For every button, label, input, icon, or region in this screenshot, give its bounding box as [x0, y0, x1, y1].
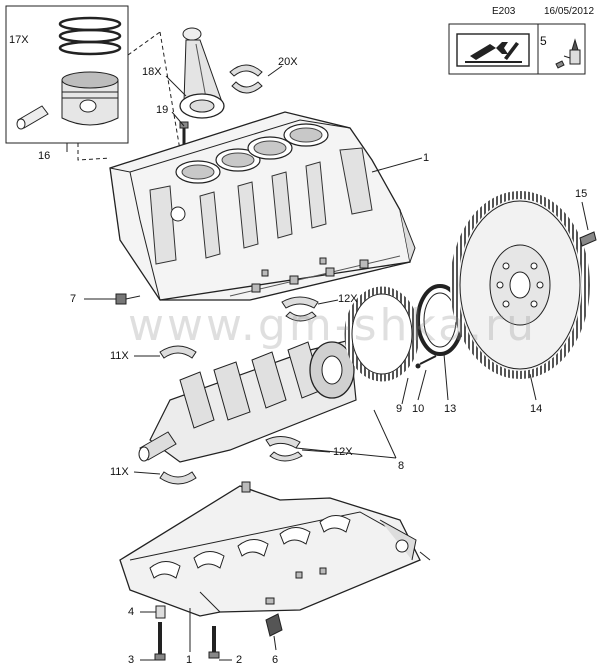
diagram-code: E203	[492, 6, 516, 17]
manual-wrench-icon	[456, 33, 530, 67]
piston	[61, 71, 119, 126]
piston-rings	[58, 16, 122, 56]
diagram-date: 16/05/2012	[544, 6, 595, 17]
lower-crankcase-bedplate	[119, 481, 421, 617]
lower-main-bearing-shells	[265, 436, 303, 462]
callout-3: 3	[128, 654, 135, 666]
bedplate-bolt-short	[208, 626, 220, 659]
legend-number: 5	[540, 34, 547, 48]
callout-12x-bottom: 12X	[333, 446, 353, 458]
main-bearing-shell-top	[159, 345, 197, 359]
ring-screw	[415, 355, 437, 369]
callout-11x-top: 11X	[110, 350, 129, 362]
callout-12x-top: 12X	[338, 293, 358, 305]
callout-17x: 17X	[9, 34, 29, 46]
callout-6: 6	[272, 654, 279, 666]
lubricant-bottle-icon	[555, 38, 581, 69]
callout-4: 4	[128, 606, 135, 618]
bedplate-bolt-long	[154, 622, 166, 661]
piston-pin	[16, 105, 49, 130]
callout-13: 13	[444, 403, 457, 415]
callout-15: 15	[575, 188, 588, 200]
callout-16: 16	[38, 150, 51, 162]
crankshaft	[138, 339, 357, 463]
reluctor-ring	[344, 286, 420, 382]
callout-8: 8	[398, 460, 405, 472]
callout-19: 19	[156, 104, 169, 116]
callout-1-block: 1	[423, 152, 430, 164]
flywheel	[450, 191, 590, 379]
cylinder-block	[109, 111, 416, 301]
watermark: www.gm-shka.ru	[128, 300, 538, 351]
legend-box	[448, 23, 586, 75]
callout-1-bedplate: 1	[186, 654, 193, 666]
callout-20x: 20X	[278, 56, 298, 68]
callout-10: 10	[412, 403, 425, 415]
flywheel-bolt	[579, 231, 597, 247]
piston-ring-box	[5, 5, 129, 144]
callout-7: 7	[70, 293, 77, 305]
callout-11x-bottom: 11X	[110, 466, 129, 478]
oil-drain-plug	[265, 613, 283, 637]
upper-main-bearing-shells	[281, 296, 319, 322]
callout-2: 2	[236, 654, 243, 666]
connecting-rod	[179, 27, 225, 119]
callout-14: 14	[530, 403, 543, 415]
main-bearing-shell-bottom	[159, 471, 197, 485]
rod-bearing-shells	[229, 64, 263, 94]
callout-9: 9	[396, 403, 403, 415]
dowel-sleeve	[155, 605, 166, 619]
callout-18x: 18X	[142, 66, 162, 78]
